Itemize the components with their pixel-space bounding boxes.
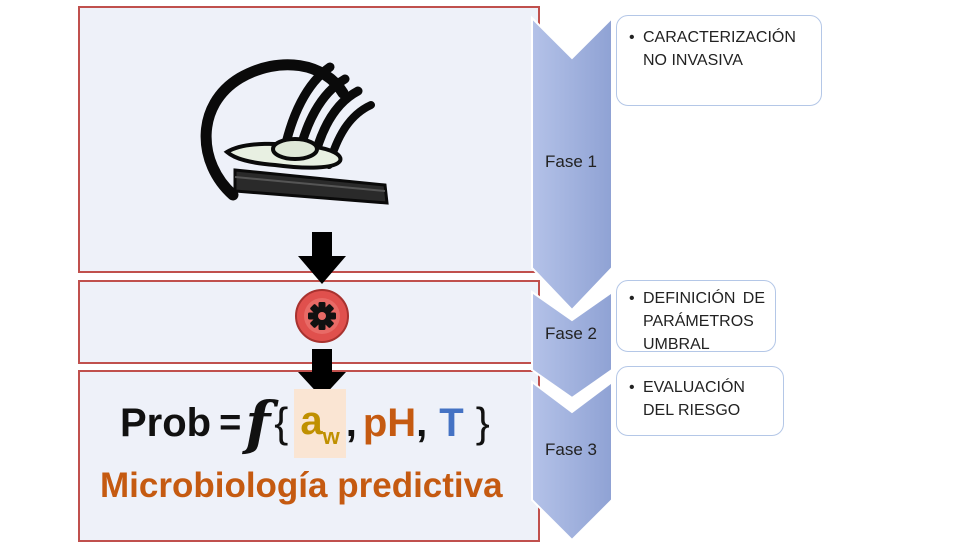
formula-prob: Prob <box>120 400 212 445</box>
ct-scanner-icon <box>200 59 389 205</box>
phase-1-callout-text: CARACTERIZACIÓN NO INVASIVA <box>643 29 796 69</box>
formula-function: f <box>245 389 271 457</box>
phase-3-callout-text: EVALUACIÓN DEL RIESGO <box>643 379 745 419</box>
phase-3-label: Fase 3 <box>545 440 597 459</box>
formula-temperature: T <box>439 400 464 445</box>
phase-3-chevron <box>531 380 613 542</box>
subtitle: Microbiología predictiva <box>100 466 503 505</box>
bullet: • <box>629 379 635 396</box>
formula-brace-close: } <box>475 399 490 446</box>
formula-comma: , <box>416 400 428 445</box>
phase-2-panel <box>78 280 540 364</box>
formula-brace-open: { <box>274 399 289 446</box>
phase-2-label: Fase 2 <box>545 324 597 343</box>
phase-1-callout: • CARACTERIZACIÓN NO INVASIVA <box>616 15 822 106</box>
formula-equals: = <box>219 401 242 444</box>
formula-aw: a <box>300 398 323 443</box>
phase-2-callout-text: DEFINICIÓN DE PARÁMETROS UMBRAL <box>643 290 765 353</box>
bullet: • <box>629 290 635 307</box>
phase-2-chevron <box>531 290 613 400</box>
formula-comma: , <box>345 400 357 445</box>
formula-aw-subscript: w <box>322 423 340 449</box>
bullet: • <box>629 29 635 46</box>
phase-1-label: Fase 1 <box>545 152 597 171</box>
phase-3-callout: • EVALUACIÓN DEL RIESGO <box>616 366 784 436</box>
phase-2-callout: • DEFINICIÓN DE PARÁMETROS UMBRAL <box>616 280 776 353</box>
formula-ph: pH <box>362 400 417 445</box>
